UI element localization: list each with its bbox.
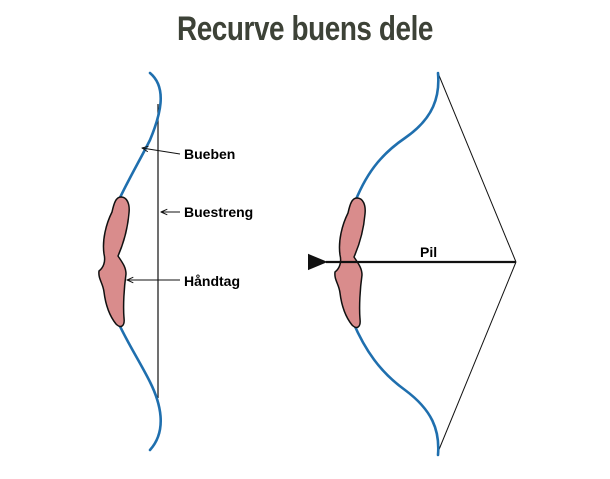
- label-arrow: Pil: [420, 244, 437, 260]
- bow-at-rest: Bueben Buestreng Håndtag: [98, 71, 253, 452]
- lower-limb: [351, 320, 440, 457]
- upper-limb: [116, 71, 162, 204]
- bowstring-upper: [437, 72, 517, 263]
- bow-drawn: Pil: [307, 71, 517, 457]
- limb-pointer: [142, 148, 181, 155]
- label-string: Buestreng: [184, 204, 253, 220]
- label-grip: Håndtag: [184, 273, 240, 289]
- lower-limb: [116, 320, 162, 452]
- riser-grip: [98, 196, 130, 328]
- label-limb: Bueben: [184, 146, 235, 162]
- diagram-title: Recurve buens dele: [176, 10, 434, 48]
- bowstring-lower: [437, 261, 517, 453]
- upper-limb: [351, 71, 440, 209]
